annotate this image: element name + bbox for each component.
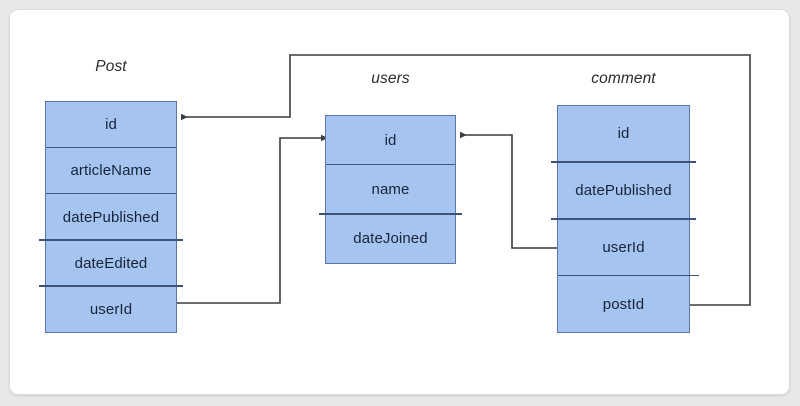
- field-users-name[interactable]: name: [326, 164, 455, 213]
- field-comment-datepublished[interactable]: datePublished: [551, 161, 696, 219]
- connector-post-userid-to-users-id: [177, 134, 328, 304]
- field-post-userid[interactable]: userId: [39, 285, 183, 332]
- field-comment-id[interactable]: id: [617, 125, 630, 143]
- entity-comment-title: comment: [591, 70, 656, 87]
- entity-comment-fields: id datePublished userId postId: [551, 105, 699, 333]
- field-comment-postid[interactable]: postId: [558, 274, 699, 332]
- field-comment-userid[interactable]: userId: [551, 218, 696, 276]
- field-post-datepublished[interactable]: datePublished: [46, 193, 176, 239]
- entity-users-title: users: [371, 70, 410, 87]
- connector-comment-userid-to-users-id: [460, 131, 557, 249]
- connector-comment-postid-to-post-id: [181, 54, 751, 306]
- field-users-datejoined[interactable]: dateJoined: [319, 213, 462, 263]
- field-post-id[interactable]: id: [105, 116, 117, 134]
- field-users-id[interactable]: id: [384, 131, 397, 149]
- field-post-articlename[interactable]: articleName: [46, 147, 176, 193]
- entity-post-fields: id articleName datePublished dateEdited …: [39, 101, 183, 333]
- entity-post-title: Post: [95, 58, 127, 75]
- entity-users-fields: id name dateJoined: [319, 115, 462, 264]
- field-post-dateedited[interactable]: dateEdited: [39, 239, 183, 286]
